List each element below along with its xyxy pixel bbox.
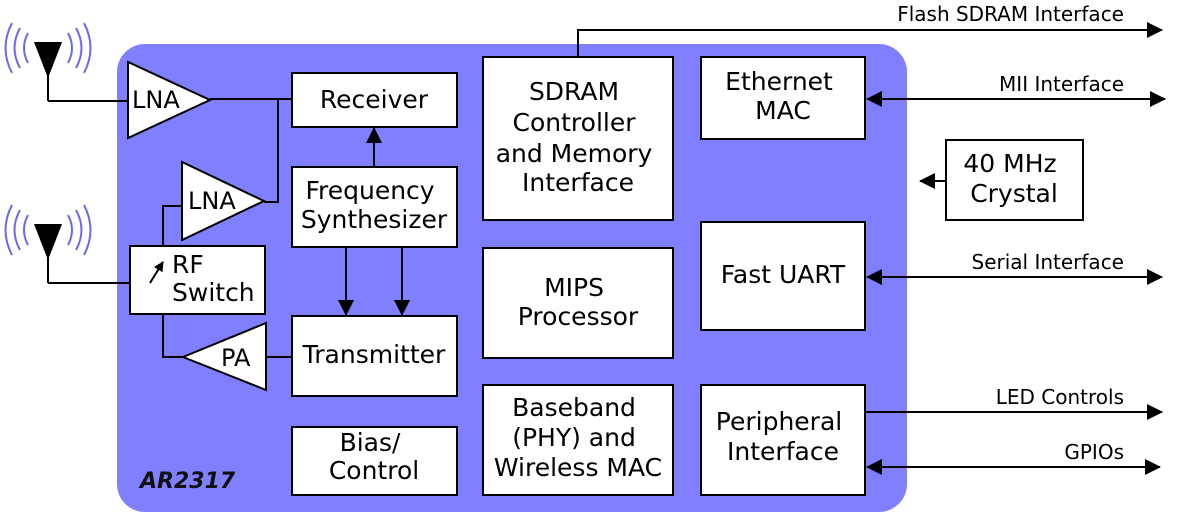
frequency-synthesizer-label: Frequency Synthesizer <box>301 176 448 234</box>
rf-switch-pivot <box>149 261 164 284</box>
peripheral-interface-label: Peripheral Interface <box>716 407 850 466</box>
receiver-label: Receiver <box>320 85 429 114</box>
fast-uart-box <box>700 221 866 331</box>
mii-interface-label: MII Interface <box>999 72 1124 96</box>
chip-name: AR2317 <box>138 469 236 494</box>
antenna-waves-right-icon <box>67 22 92 74</box>
pa-label: PA <box>221 344 251 372</box>
mips-processor-label: MIPS Processor <box>518 273 639 331</box>
ethernet-mac-label: Ethernet MAC <box>725 67 841 125</box>
lna-amplifier-mid: LNA <box>181 160 267 242</box>
baseband-box <box>482 384 674 496</box>
bias-control-label: Bias/ Control <box>329 428 419 485</box>
antenna-bottom <box>4 204 92 283</box>
flash-sdram-interface-label: Flash SDRAM Interface <box>897 2 1124 26</box>
wire-lna2-to-receiver <box>264 99 279 203</box>
wire-switch-to-pa <box>162 312 183 358</box>
flash-sdram-interface-line <box>577 22 1163 57</box>
lna-label: LNA <box>132 86 180 114</box>
rf-switch-label: RF Switch <box>172 250 255 307</box>
mips-processor-box <box>482 247 674 359</box>
lna-label: LNA <box>188 187 236 215</box>
antenna-waves-right-icon <box>67 204 92 256</box>
lna-amplifier-top: LNA <box>127 60 213 140</box>
antenna-top <box>4 22 92 101</box>
sdram-controller-box <box>482 56 674 221</box>
fast-uart-label: Fast UART <box>721 260 846 289</box>
gpios-label: GPIOs <box>1064 440 1124 464</box>
led-controls-label: LED Controls <box>996 385 1124 409</box>
transmitter-box <box>291 315 458 397</box>
serial-interface-label: Serial Interface <box>972 250 1125 274</box>
peripheral-interface-box <box>700 384 866 496</box>
ethernet-mac-box <box>700 56 866 140</box>
transmitter-label: Transmitter <box>302 340 446 369</box>
sdram-controller-label: SDRAM Controller and Memory Interface <box>496 77 661 197</box>
pa-amplifier: PA <box>180 321 267 392</box>
frequency-synthesizer-box <box>291 166 458 248</box>
baseband-label: Baseband (PHY) and Wireless MAC <box>494 393 662 482</box>
crystal-label: 40 MHz Crystal <box>963 149 1064 208</box>
wire-switch-to-lna2 <box>162 205 182 258</box>
antenna-waves-left-icon <box>4 204 29 256</box>
bias-control-box <box>291 426 458 496</box>
receiver-box <box>291 72 458 128</box>
antenna-waves-left-icon <box>4 22 29 74</box>
